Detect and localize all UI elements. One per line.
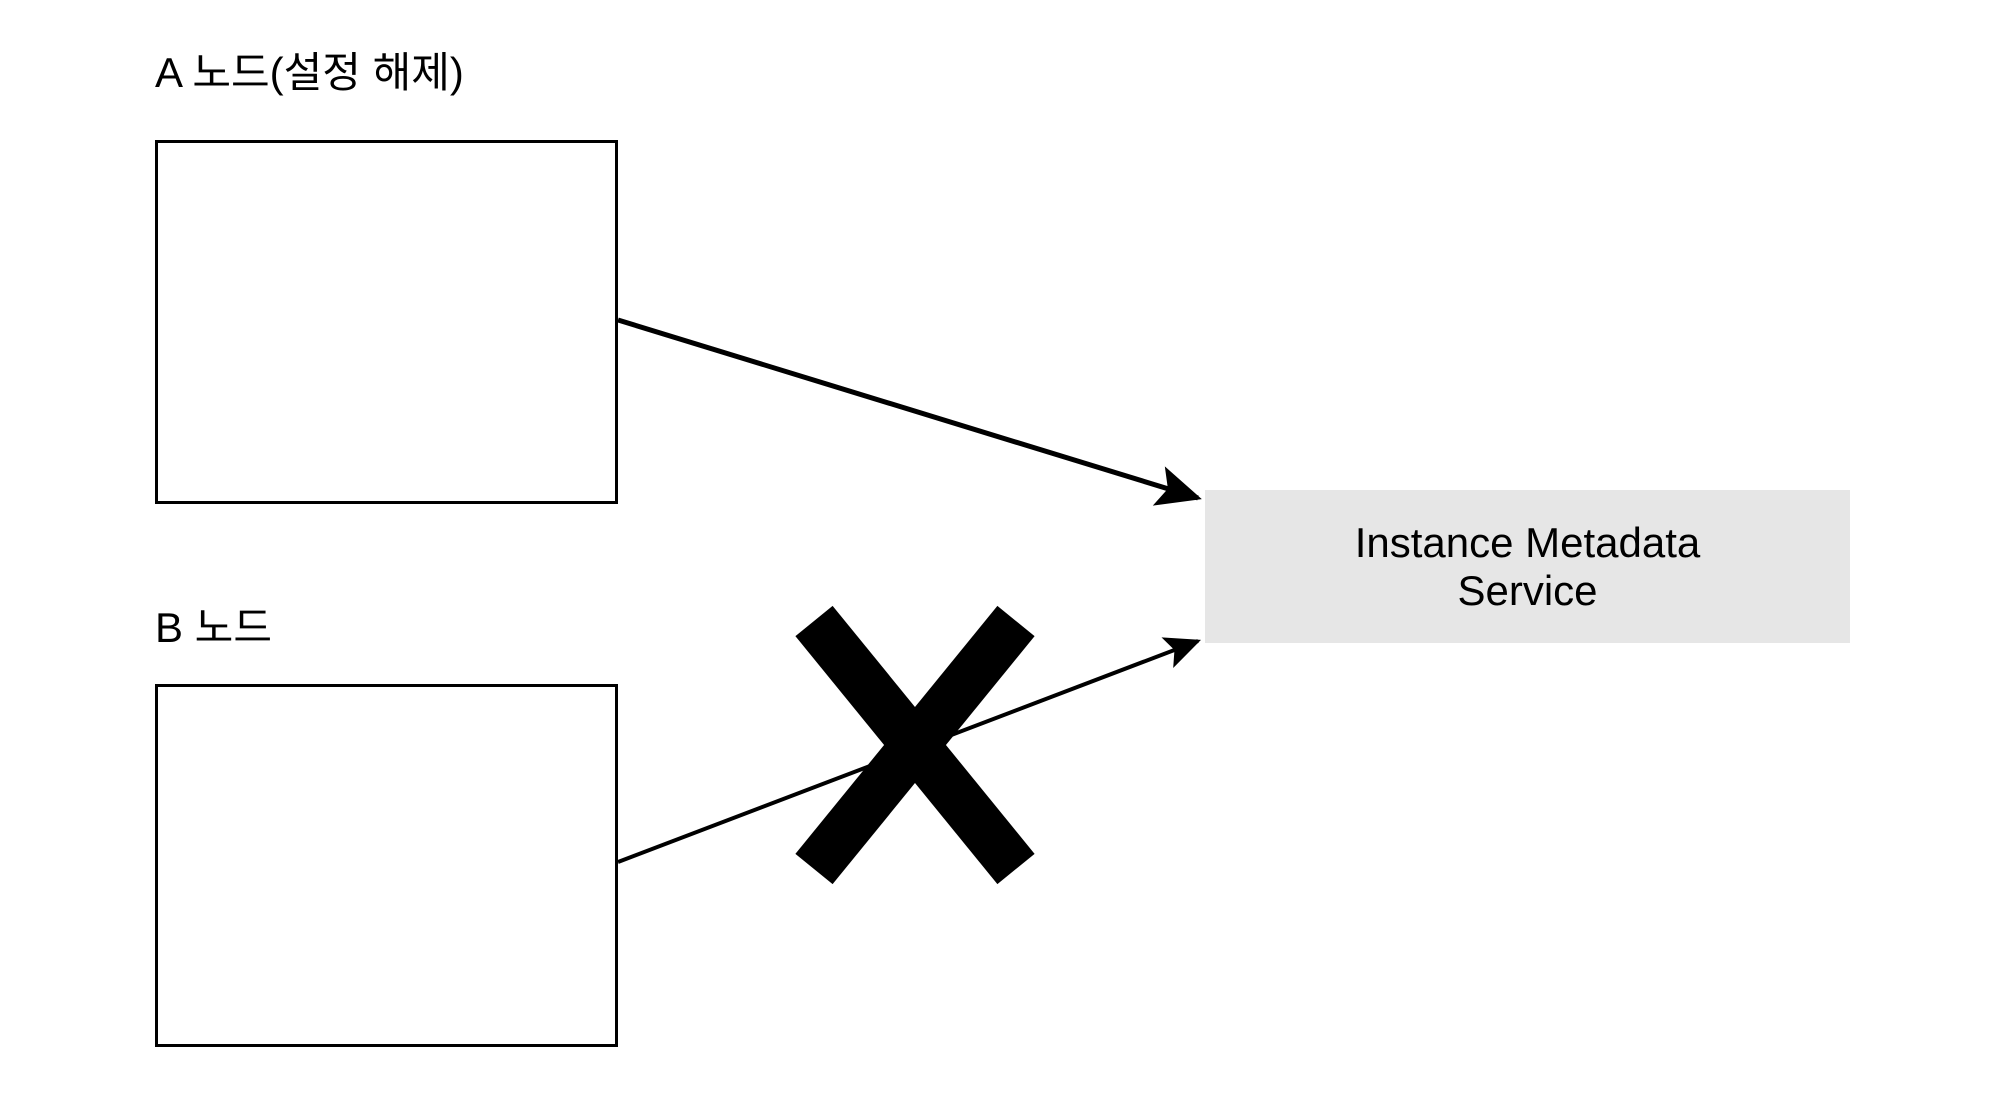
node-b-box[interactable] — [155, 684, 618, 1047]
node-a-label: A 노드(설정 해제) — [155, 49, 464, 96]
edge-node-a-to-imds — [617, 317, 1202, 506]
blocked-x-icon — [795, 605, 1035, 885]
node-a-box[interactable] — [155, 140, 618, 504]
instance-metadata-service-box[interactable]: Instance Metadata Service — [1205, 490, 1850, 643]
instance-metadata-service-label: Instance Metadata Service — [1354, 519, 1701, 614]
node-b-label: B 노드 — [155, 604, 272, 651]
